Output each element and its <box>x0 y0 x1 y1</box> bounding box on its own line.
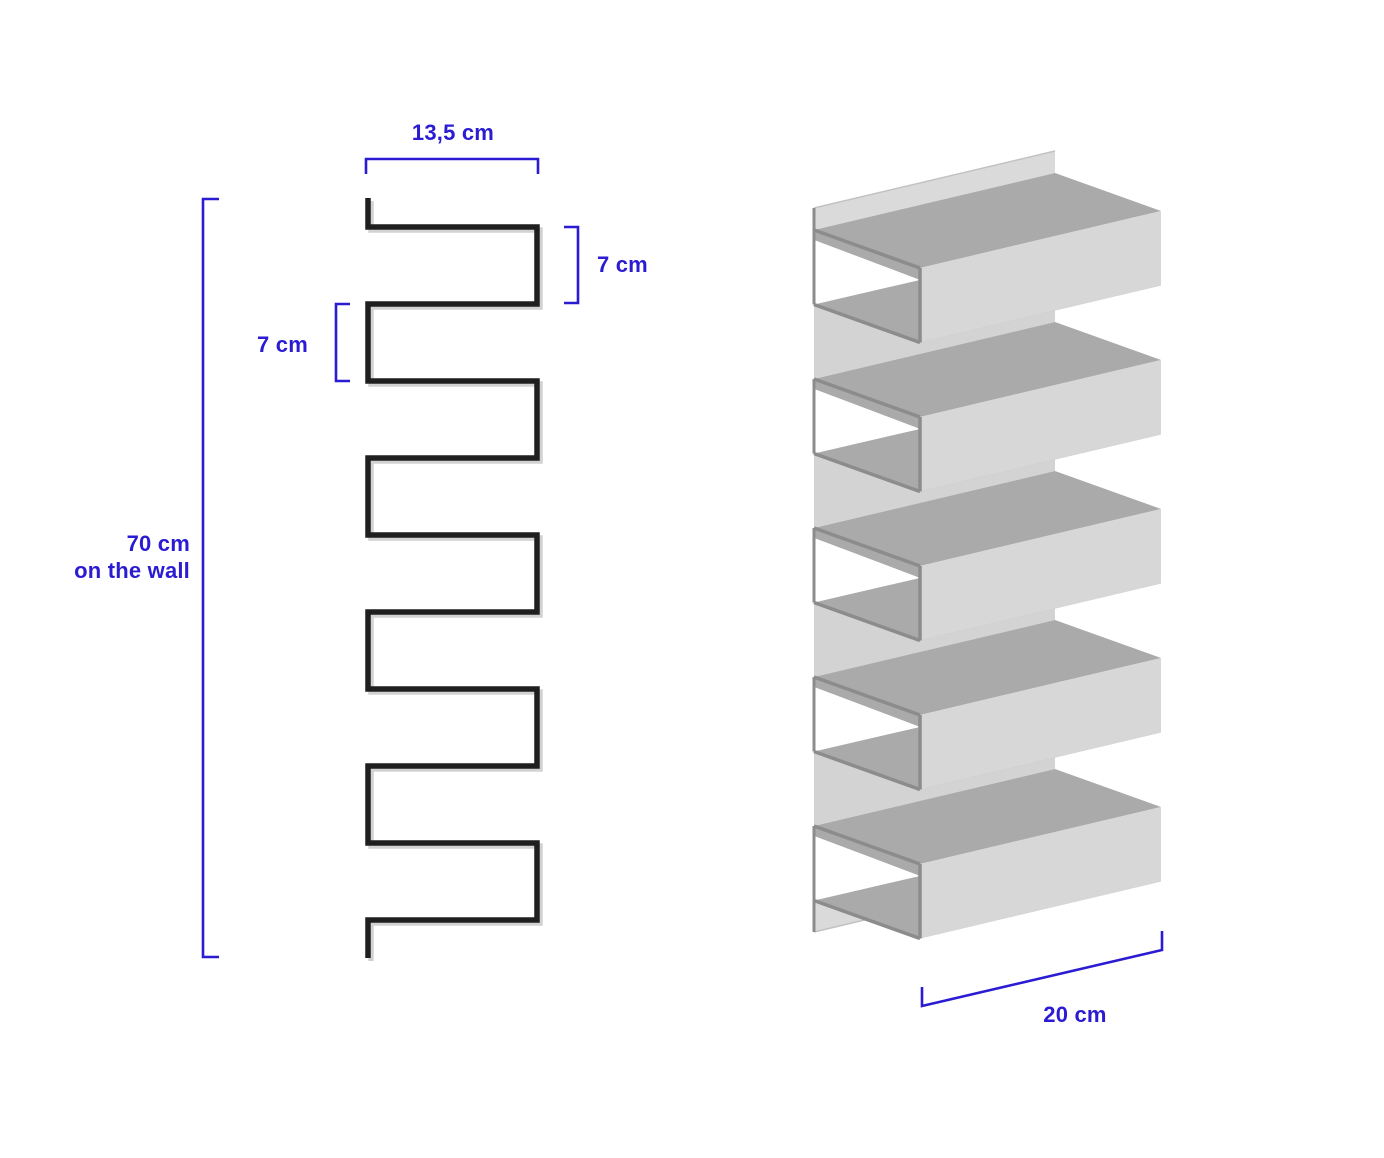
height-label-line1: 70 cm <box>126 531 190 556</box>
height-label-line2: on the wall <box>74 558 190 583</box>
dimension-label-depth: 20 cm <box>1043 1002 1107 1027</box>
dimension-label-finger-width: 13,5 cm <box>411 120 495 145</box>
dimension-label-height-on-wall: 70 cm on the wall <box>40 530 190 584</box>
dimension-brackets <box>201 157 1164 1008</box>
shelf-3d-view <box>812 150 1161 941</box>
profile-drawing-2d <box>365 198 540 958</box>
dimension-label-gap-right: 7 cm <box>597 252 648 277</box>
dimension-label-gap-left: 7 cm <box>257 332 308 357</box>
